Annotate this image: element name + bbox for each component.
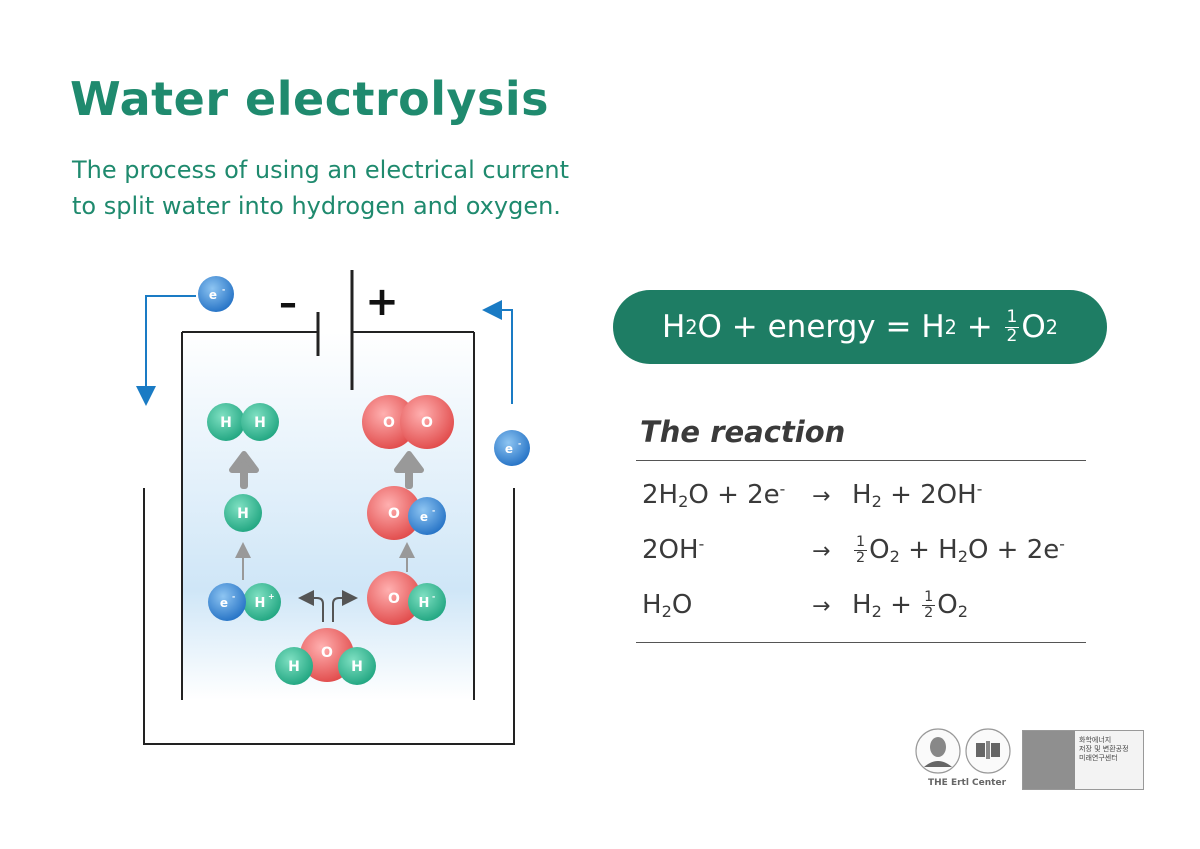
svg-text:-: - (518, 439, 521, 448)
eq-middle: O + energy = H (697, 309, 945, 345)
reaction-1-left: 2H2O + 2e- (642, 480, 786, 512)
electron-left-top: e - (198, 276, 234, 312)
svg-text:e: e (420, 510, 428, 524)
svg-text:H: H (254, 415, 266, 431)
svg-text:+: + (268, 592, 275, 601)
reaction-divider-top (636, 460, 1086, 461)
electron-flow-right-arrow (482, 300, 513, 404)
reaction-divider-bottom (636, 642, 1086, 643)
reaction-1-right: H2 + 2OH- (852, 480, 983, 512)
ertl-center-caption: THE Ertl Center (928, 778, 1007, 788)
svg-text:H: H (351, 659, 363, 675)
svg-text:O: O (388, 591, 400, 607)
reaction-2-left: 2OH- (642, 535, 705, 565)
page-title: Water electrolysis (70, 72, 550, 126)
ertl-book-logo-icon (965, 728, 1011, 774)
reaction-heading: The reaction (640, 415, 846, 449)
reaction-1-arrow: → (812, 484, 831, 509)
research-center-text: 화학에너지 저장 및 변환공정 미래연구센터 (1079, 736, 1129, 762)
svg-text:H: H (419, 596, 430, 611)
svg-text:O: O (383, 415, 395, 431)
svg-text:-: - (432, 592, 435, 601)
reaction-3-left: H2O (642, 590, 693, 622)
reaction-2-arrow: → (812, 539, 831, 564)
svg-text:H: H (237, 506, 249, 522)
eq-o-sub: 2 (1045, 315, 1058, 339)
svg-text:H: H (255, 596, 266, 611)
svg-text:-: - (232, 592, 235, 601)
o2-molecule: O O (362, 395, 454, 449)
battery-minus-label: – (279, 283, 297, 324)
split-arrow-left (298, 590, 324, 622)
svg-text:e: e (209, 288, 217, 302)
outer-circuit (143, 488, 515, 745)
reaction-row-cathode: 2H2O + 2e- → H2 + 2OH- (642, 480, 1102, 520)
reaction-3-arrow: → (812, 594, 831, 619)
logo-group (915, 728, 1011, 774)
hydrogen-atom: H (224, 494, 262, 532)
oxygen-electron-pair: O e - (367, 486, 446, 540)
electron-hydrogen-ion-pair: e - H + (208, 583, 281, 621)
eq-o: O (1021, 309, 1046, 345)
gray-arrow-left-big (229, 451, 259, 489)
subtitle-line-2: to split water into hydrogen and oxygen. (72, 192, 561, 220)
svg-text:-: - (222, 285, 225, 294)
svg-text:H: H (220, 415, 232, 431)
h2-molecule: H H (207, 403, 279, 441)
svg-text:O: O (421, 415, 433, 431)
svg-text:O: O (388, 506, 400, 522)
eq-h: H (662, 309, 686, 345)
eq-plus: + (956, 309, 1003, 345)
svg-text:e: e (220, 596, 228, 610)
research-center-logo: 화학에너지 저장 및 변환공정 미래연구센터 (1022, 730, 1144, 790)
eq-h2-sub: 2 (944, 315, 957, 339)
split-arrow-right (332, 590, 358, 622)
svg-text:e: e (505, 442, 513, 456)
ertl-portrait-logo-icon (915, 728, 961, 774)
svg-text:H: H (288, 659, 300, 675)
page-subtitle: The process of using an electrical curre… (72, 152, 569, 224)
gray-arrow-right-big (394, 451, 424, 489)
electron-right-side: e - (494, 430, 530, 466)
subtitle-line-1: The process of using an electrical curre… (72, 156, 570, 184)
battery-plus-label: + (365, 279, 399, 325)
research-center-mark-icon (1023, 731, 1075, 789)
eq-h-sub: 2 (685, 315, 698, 339)
electron-flow-left-arrow (136, 295, 196, 406)
hydroxide-ion: O H - (367, 571, 446, 625)
water-molecule: O H H (275, 628, 376, 685)
svg-text:O: O (321, 645, 333, 661)
svg-text:-: - (432, 506, 435, 515)
